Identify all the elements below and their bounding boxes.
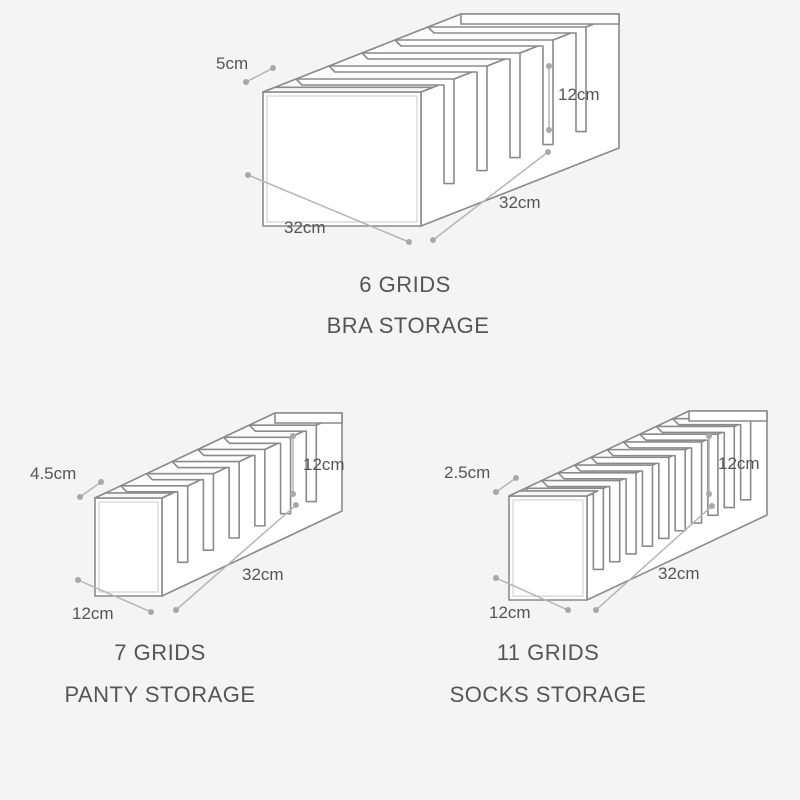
- dim-dot: [243, 79, 249, 85]
- width-dim-label: 12cm: [72, 604, 114, 623]
- dim-dot: [75, 577, 81, 583]
- grid-divider: [197, 448, 266, 527]
- front-rim: [262, 86, 434, 93]
- grid-divider: [606, 448, 686, 532]
- width-dim-line: [495, 577, 569, 611]
- width-dim-label: 32cm: [284, 218, 326, 237]
- height-dim-label: 12cm: [558, 85, 600, 104]
- front-rim: [508, 490, 599, 497]
- compartment-dim-line: [79, 481, 102, 498]
- dim-dot: [709, 503, 715, 509]
- dim-dot: [430, 237, 436, 243]
- grid-divider: [573, 464, 654, 548]
- front-wall: [262, 91, 422, 227]
- bra-grid-count: 6 GRIDS: [359, 272, 451, 297]
- width-dim-line: [247, 174, 410, 243]
- front-wall: [94, 497, 163, 597]
- grid-divider: [361, 52, 521, 159]
- dim-dot: [546, 63, 552, 69]
- grid-divider: [427, 26, 587, 133]
- compartment-dim-label: 2.5cm: [444, 463, 490, 482]
- dim-dot: [293, 502, 299, 508]
- dim-dot: [77, 494, 83, 500]
- grid-divider: [145, 472, 215, 551]
- dim-dot: [148, 609, 154, 615]
- organizer-6-grids-drawing: [262, 13, 620, 227]
- grid-divider: [295, 78, 455, 185]
- front-wall-inner-edge: [512, 499, 584, 597]
- depth-dim-line: [432, 151, 549, 241]
- back-wall: [688, 410, 768, 422]
- panty-grid-count: 7 GRIDS: [114, 640, 206, 665]
- dim-dot: [593, 607, 599, 613]
- depth-dim-line: [595, 505, 713, 611]
- grid-divider: [557, 472, 637, 555]
- socks-grid-count: 11 GRIDS: [496, 640, 600, 665]
- grid-divider: [540, 479, 621, 563]
- dim-dot: [270, 65, 276, 71]
- back-wall: [460, 13, 620, 25]
- compartment-dim-label: 5cm: [216, 54, 248, 73]
- depth-dim-label: 32cm: [499, 193, 541, 212]
- grid-divider: [171, 460, 240, 539]
- socks-storage-label: SOCKS STORAGE: [449, 682, 647, 707]
- grid-divider: [394, 39, 554, 146]
- dim-dot: [406, 239, 412, 245]
- organizer-11-grids-dimensions: 2.5cm 12cm 12cm 32cm: [444, 433, 760, 622]
- organizer-11-grids-drawing: [508, 410, 768, 601]
- width-dim-line: [77, 579, 152, 613]
- dim-dot: [493, 575, 499, 581]
- front-wall-inner-edge: [98, 501, 159, 593]
- dim-dot: [545, 149, 551, 155]
- height-dim-label: 12cm: [718, 454, 760, 473]
- organizer-7-grids-drawing: [94, 412, 343, 597]
- height-dim-label: 12cm: [303, 455, 345, 474]
- grid-divider: [655, 425, 736, 509]
- back-wall: [274, 412, 343, 424]
- dim-dot: [513, 475, 519, 481]
- depth-dim-line: [175, 504, 297, 611]
- front-rim: [94, 492, 174, 499]
- dim-dot: [98, 479, 104, 485]
- dim-dot: [173, 607, 179, 613]
- dim-dot: [245, 172, 251, 178]
- dim-dot: [706, 433, 712, 439]
- dim-dot: [706, 491, 712, 497]
- dim-dot: [565, 607, 571, 613]
- panty-storage-label: PANTY STORAGE: [64, 682, 256, 707]
- organizer-6-grids-dimensions: 5cm 12cm 32cm 32cm: [216, 54, 600, 245]
- dim-dot: [290, 433, 296, 439]
- compartment-dim-line: [495, 477, 517, 493]
- compartment-dim-line: [245, 67, 274, 83]
- grid-divider: [248, 424, 318, 503]
- dim-dot: [546, 127, 552, 133]
- front-wall: [508, 495, 588, 601]
- grid-divider: [590, 456, 670, 540]
- dim-dot: [493, 489, 499, 495]
- grid-divider: [119, 485, 189, 564]
- grid-divider: [328, 65, 488, 172]
- compartment-dim-label: 4.5cm: [30, 464, 76, 483]
- grid-divider: [622, 441, 703, 524]
- depth-dim-label: 32cm: [658, 564, 700, 583]
- depth-dim-label: 32cm: [242, 565, 284, 584]
- dim-dot: [290, 491, 296, 497]
- bra-storage-label: BRA STORAGE: [326, 313, 490, 338]
- front-wall-inner-edge: [266, 95, 418, 223]
- organizer-7-grids-dimensions: 4.5cm 12cm 12cm 32cm: [30, 433, 345, 623]
- width-dim-label: 12cm: [489, 603, 531, 622]
